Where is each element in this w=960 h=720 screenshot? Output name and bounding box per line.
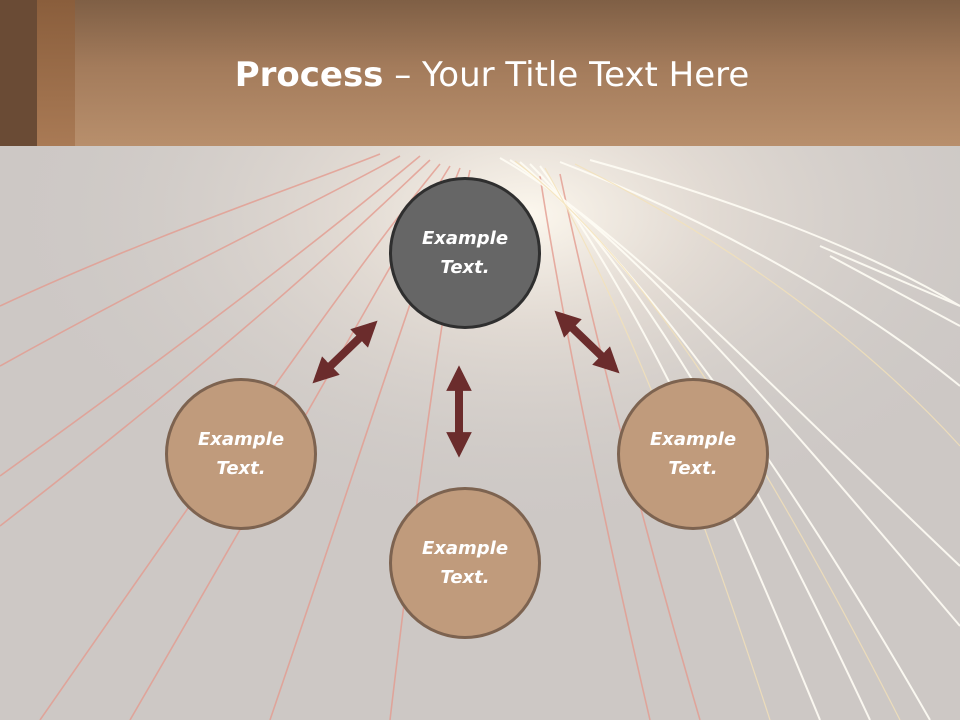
title-rest: – Your Title Text Here — [383, 55, 750, 95]
right-circle-line2: Text. — [668, 458, 718, 479]
center-circle-line1: Example — [421, 228, 509, 249]
double-headed-arrow-icon — [312, 320, 378, 384]
slide-title: Process – Your Title Text Here — [0, 52, 960, 98]
header-accent-strip — [0, 0, 37, 146]
center-circle-line2: Text. — [440, 257, 490, 278]
double-headed-arrow-icon — [554, 310, 620, 374]
bottom-circle-line1: Example — [421, 538, 509, 559]
bottom-circle-line2: Text. — [440, 567, 490, 588]
right-circle-line1: Example — [649, 429, 737, 450]
title-bar: Process – Your Title Text Here — [0, 0, 960, 146]
header-accent-strip — [37, 0, 75, 146]
left-circle-line1: Example — [197, 429, 285, 450]
left-circle-line2: Text. — [216, 458, 266, 479]
title-bold: Process — [234, 55, 384, 95]
